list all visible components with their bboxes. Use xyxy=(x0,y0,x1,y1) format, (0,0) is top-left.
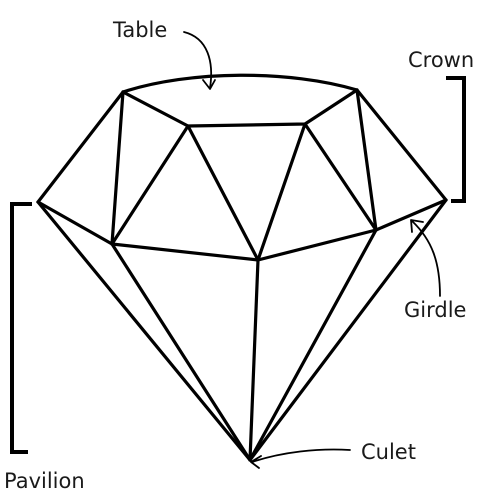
girdle-pointer-arrow xyxy=(410,219,441,297)
pavilion-label: Pavilion xyxy=(4,469,85,493)
pavilion-facet-4 xyxy=(248,228,378,462)
pavilion-facet-1 xyxy=(36,200,252,462)
crown-facet-b xyxy=(110,124,190,246)
table-label: Table xyxy=(112,18,167,42)
table-pointer-arrow xyxy=(183,31,216,90)
crown-facet-c xyxy=(186,124,260,262)
crown-bracket xyxy=(446,76,466,203)
pavilion-facet-2 xyxy=(110,242,252,462)
girdle-label: Girdle xyxy=(404,298,466,322)
pavilion-facet-5 xyxy=(248,198,448,462)
culet-label: Culet xyxy=(361,440,416,464)
crown-right-edge xyxy=(355,88,448,202)
pavilion-facet-3 xyxy=(248,258,260,462)
crown-facet-d xyxy=(256,122,307,262)
crown-label: Crown xyxy=(408,48,474,72)
crown-facet-f xyxy=(355,88,378,232)
diamond-drawing xyxy=(36,73,448,462)
crown-facet-a xyxy=(110,90,125,246)
table-top-edge xyxy=(121,73,359,94)
crown-facet-e xyxy=(303,122,378,232)
crown-left-edge xyxy=(36,90,125,204)
table-inner-edge xyxy=(121,88,359,128)
pavilion-bracket xyxy=(10,202,32,454)
culet-pointer-arrow xyxy=(250,448,351,469)
